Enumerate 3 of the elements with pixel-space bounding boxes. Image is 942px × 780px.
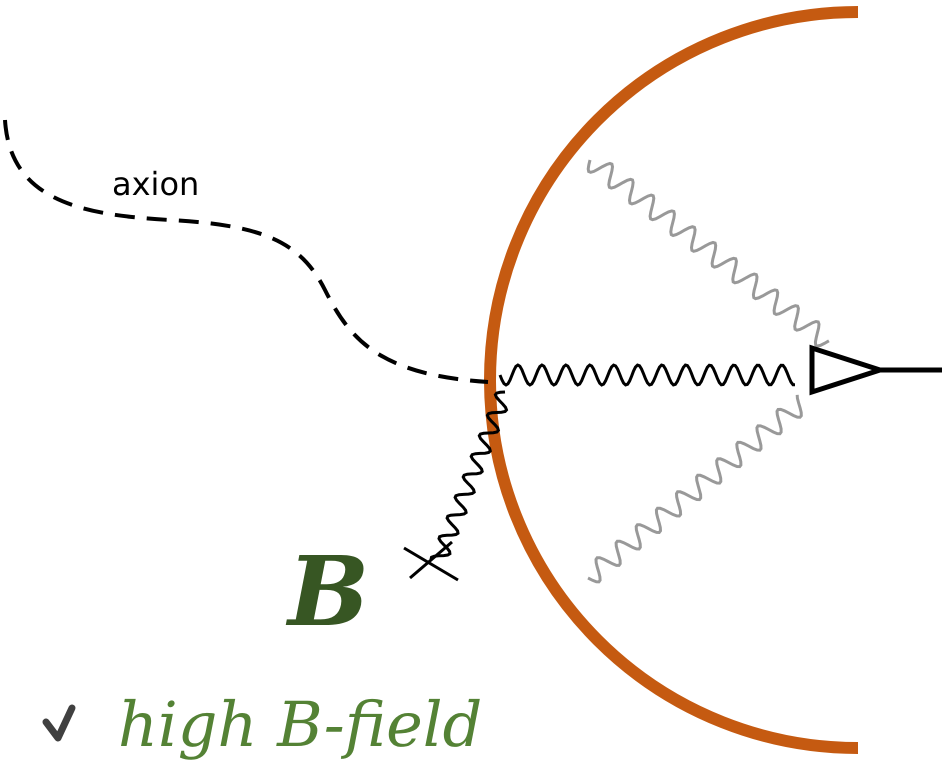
axion-label: axion (112, 165, 200, 203)
note-text: high B-field (118, 688, 482, 761)
field-symbol: B (288, 535, 370, 648)
